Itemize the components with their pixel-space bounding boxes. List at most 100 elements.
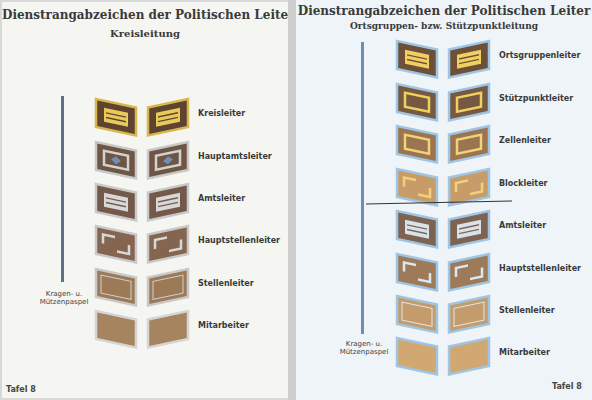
piping-bar (361, 42, 364, 334)
tab-stripe (158, 117, 178, 121)
rank-row: Blockleiter (395, 165, 575, 209)
collar-tab-pair (395, 165, 491, 209)
rank-label: Amtsleiter (198, 194, 245, 203)
piping-bar (61, 96, 64, 282)
tab-body (397, 296, 437, 333)
collar-tab-right (148, 184, 188, 221)
collar-tab-right (148, 99, 188, 136)
collar-tab-pair (395, 334, 491, 378)
tab-body (96, 184, 136, 221)
tab-line (153, 275, 183, 299)
rank-row: Stellenleiter (94, 265, 274, 309)
tab-stripe (106, 202, 126, 206)
collar-tab-right (148, 226, 188, 263)
tab-body (96, 142, 136, 179)
tab-emblem (111, 155, 121, 165)
collar-tab-left (397, 254, 437, 291)
collar-tab-left (397, 169, 437, 206)
collar-tab-right (449, 169, 489, 206)
rank-label: Stellenleiter (198, 279, 254, 288)
collar-tab-left (397, 41, 437, 78)
piping-note: Kragen- u. Mützenpaspel (36, 290, 92, 306)
tab-stripe (459, 55, 479, 59)
tab-body (397, 254, 437, 291)
rank-row: Ortsgruppenleiter (395, 37, 575, 81)
tab-body (397, 84, 437, 121)
rank-row: Zellenleiter (395, 122, 575, 166)
collar-tab-pair (94, 180, 190, 224)
rank-row: Amtsleiter (395, 207, 575, 251)
tab-body (148, 99, 188, 136)
tab-body (397, 338, 437, 375)
tab-emblem (163, 155, 173, 165)
rank-row: Kreisleiter (94, 95, 274, 139)
tab-corner (404, 262, 430, 282)
page-sheet: Dienstrangabzeichen der Politischen Leit… (296, 0, 592, 400)
tab-stripe (407, 225, 427, 229)
piping-note: Kragen- u. Mützenpaspel (336, 340, 392, 356)
collar-tab-right (148, 269, 188, 306)
collar-tab-pair (94, 265, 190, 309)
tab-corner (456, 177, 482, 197)
tab-body (148, 226, 188, 263)
collar-tab-left (397, 338, 437, 375)
collar-tab-left (397, 211, 437, 248)
tab-body (397, 41, 437, 78)
rank-row: Mitarbeiter (94, 307, 274, 351)
tab-inlay (156, 108, 180, 127)
page-gap (288, 0, 296, 400)
rank-label: Mitarbeiter (499, 348, 550, 357)
plate-number: Tafel 8 (6, 385, 46, 394)
tab-stripe (106, 117, 126, 121)
collar-tab-left (96, 311, 136, 348)
collar-tab-pair (395, 292, 491, 336)
rank-label: Mitarbeiter (198, 321, 249, 330)
divider-line (366, 201, 512, 204)
tab-body (449, 84, 489, 121)
page-sheet: Dienstrangabzeichen der Politischen Leit… (2, 2, 288, 398)
collar-tab-pair (395, 80, 491, 124)
rank-label: Stützpunktleiter (499, 94, 573, 103)
tab-stripe (407, 59, 427, 63)
rank-row: Amtsleiter (94, 180, 274, 224)
tab-body (449, 126, 489, 163)
page-subtitle: Kreisleitung (2, 28, 288, 39)
tab-stripe (459, 59, 479, 63)
rank-label: Blockleiter (499, 179, 548, 188)
tab-inlay (405, 220, 429, 239)
tab-body (397, 211, 437, 248)
tab-corner (155, 234, 181, 254)
rank-row: Mitarbeiter (395, 334, 575, 378)
tab-frame (405, 135, 429, 154)
collar-tab-right (449, 126, 489, 163)
tab-body (148, 311, 188, 348)
rank-row: Hauptstellenleiter (94, 222, 274, 266)
collar-tab-pair (94, 138, 190, 182)
collar-tab-pair (94, 222, 190, 266)
tab-frame (104, 151, 128, 170)
plate-number: Tafel 8 (552, 382, 592, 391)
collar-tab-right (449, 84, 489, 121)
collar-tab-right (449, 254, 489, 291)
tab-frame (457, 135, 481, 154)
tab-body (449, 254, 489, 291)
tab-body (148, 269, 188, 306)
tab-stripe (158, 113, 178, 117)
tab-line (101, 275, 131, 299)
tab-stripe (106, 113, 126, 117)
collar-tab-right (449, 41, 489, 78)
page-title: Dienstrangabzeichen der Politischen Leit… (2, 8, 288, 22)
tab-stripe (158, 202, 178, 206)
collar-tab-left (96, 184, 136, 221)
rank-label: Ortsgruppenleiter (499, 51, 580, 60)
rank-label: Hauptamtsleiter (198, 152, 272, 161)
collar-tab-pair (94, 95, 190, 139)
tab-corner (404, 177, 430, 197)
collar-tab-pair (395, 122, 491, 166)
tab-stripe (407, 55, 427, 59)
collar-tab-right (148, 311, 188, 348)
rank-label: Amtsleiter (499, 221, 546, 230)
tab-frame (156, 151, 180, 170)
tab-body (148, 142, 188, 179)
